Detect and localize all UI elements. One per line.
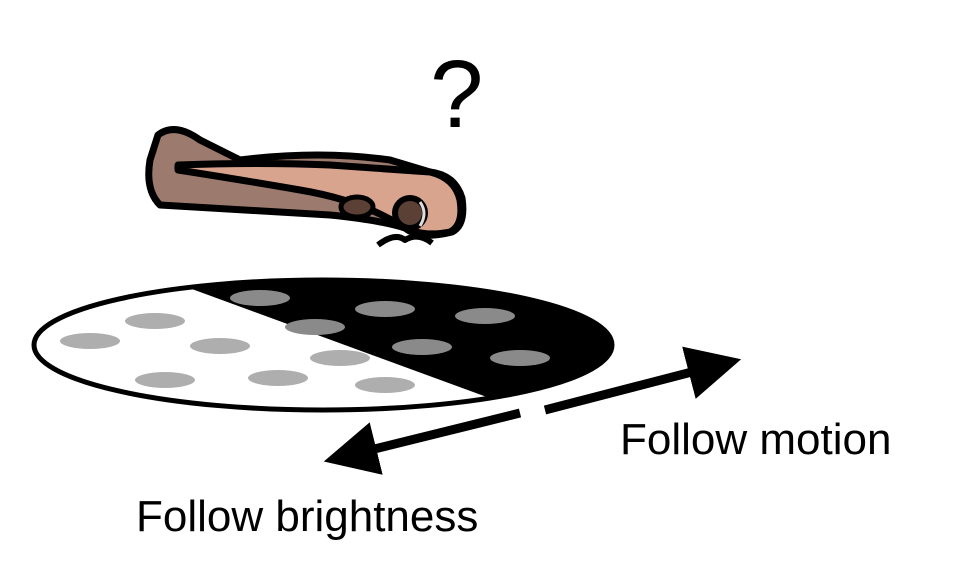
question-mark: ? xyxy=(430,41,484,148)
dark-side-blobs xyxy=(230,290,550,366)
dark-half xyxy=(140,280,612,410)
stimulus-disk xyxy=(31,277,615,413)
light-side-blobs xyxy=(60,313,415,393)
arrow-follow-brightness xyxy=(323,408,522,475)
follow-brightness-label: Follow brightness xyxy=(136,492,479,541)
arrow-follow-motion xyxy=(543,346,742,415)
zebrafish-larva-icon xyxy=(145,126,467,248)
follow-motion-label: Follow motion xyxy=(620,415,892,464)
